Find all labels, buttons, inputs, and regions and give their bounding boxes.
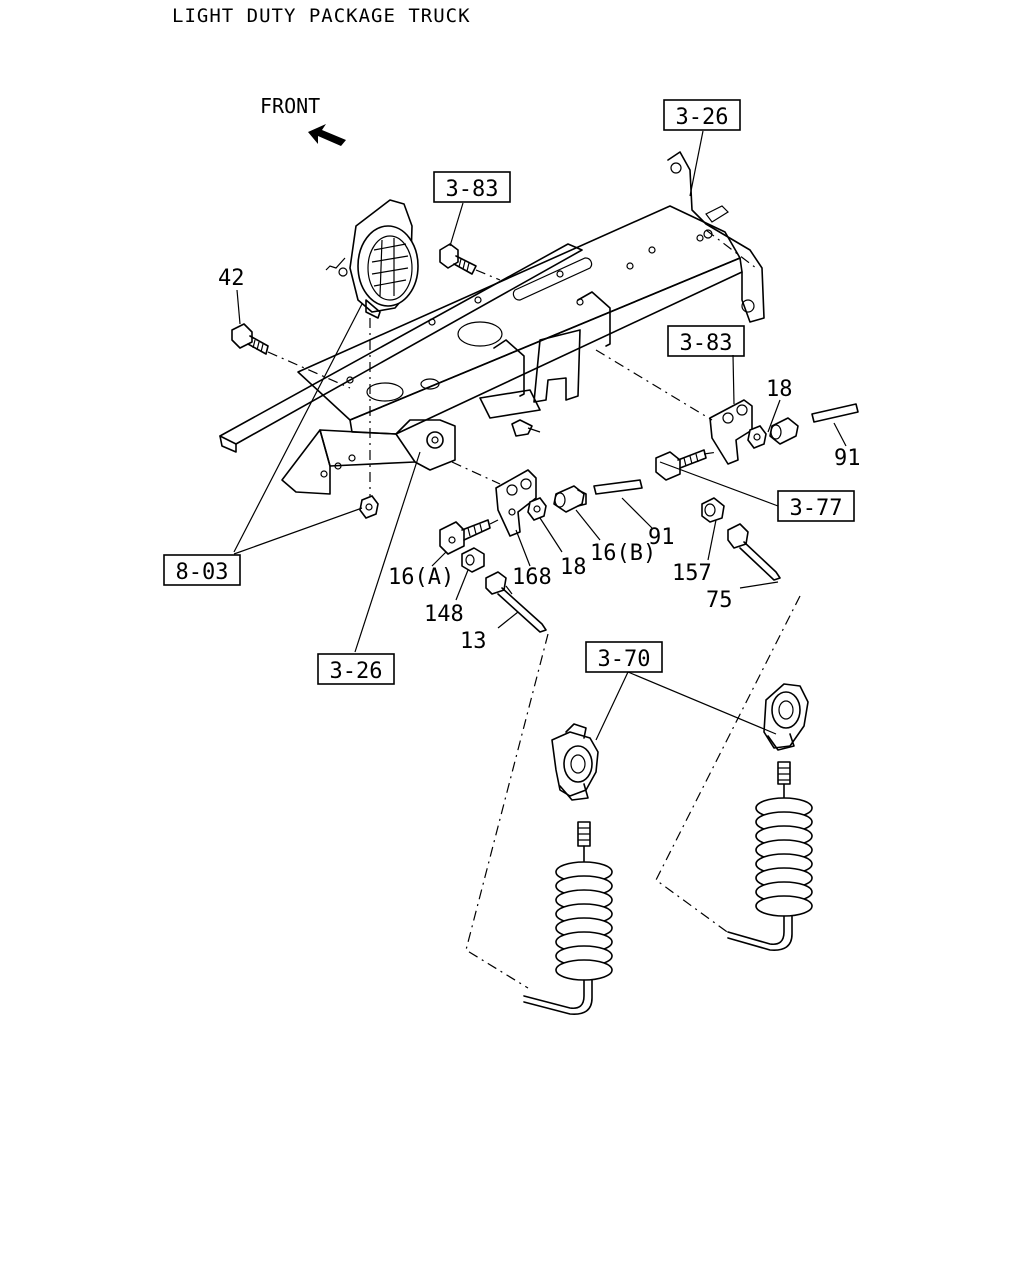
part-label-18-right: 18 <box>766 377 793 402</box>
gladhand-right <box>763 683 809 751</box>
part-label-18-mid: 18 <box>560 555 587 580</box>
front-arrow-icon <box>308 124 346 146</box>
bolt-top <box>439 243 477 275</box>
svg-text:3-26: 3-26 <box>676 105 729 130</box>
pipe-91-mid <box>593 479 643 495</box>
coil-hose-left <box>523 821 613 1015</box>
leader-lines <box>233 130 847 741</box>
svg-text:3-26: 3-26 <box>330 659 383 684</box>
right-bracket-3-83 <box>709 399 753 465</box>
ref-box-3-77: 3-77 <box>777 490 855 522</box>
ref-box-3-70: 3-70 <box>585 641 663 673</box>
nut-18-mid <box>527 497 547 521</box>
part-label-16a: 16(A) <box>388 565 454 590</box>
frame-crossmember <box>219 151 765 495</box>
pipe-13 <box>485 571 547 633</box>
fitting-148 <box>461 547 485 573</box>
ref-box-3-83-right: 3-83 <box>667 325 745 357</box>
left-bracket-168 <box>495 469 537 537</box>
fitting-3-77 <box>655 449 707 481</box>
work-lamp <box>325 199 419 319</box>
part-label-91-mid: 91 <box>648 525 675 550</box>
fitting-157 <box>701 497 725 523</box>
ref-box-3-26-top: 3-26 <box>663 99 741 131</box>
ref-box-3-26-bottom: 3-26 <box>317 653 395 685</box>
svg-text:3-77: 3-77 <box>790 496 843 521</box>
fitting-right-top <box>769 417 799 445</box>
fitting-16b <box>553 485 587 513</box>
part-label-148: 148 <box>424 602 464 627</box>
part-label-16b: 16(B) <box>590 541 656 566</box>
pipe-75 <box>727 523 781 581</box>
part-label-91-right: 91 <box>834 446 861 471</box>
ref-box-3-83-left: 3-83 <box>433 171 511 203</box>
ref-box-8-03: 8-03 <box>163 554 241 586</box>
phantom-lines <box>267 229 801 989</box>
gladhand-left <box>551 723 599 801</box>
svg-text:3-83: 3-83 <box>680 331 733 356</box>
part-label-75: 75 <box>706 588 733 613</box>
fitting-16a <box>439 519 491 555</box>
part-label-42: 42 <box>218 266 245 291</box>
nut-bottom <box>359 495 379 519</box>
part-label-13: 13 <box>460 629 487 654</box>
svg-text:8-03: 8-03 <box>176 560 229 585</box>
svg-text:3-83: 3-83 <box>446 177 499 202</box>
svg-text:3-70: 3-70 <box>598 647 651 672</box>
coil-hose-right <box>727 761 813 951</box>
bolt-42 <box>231 323 269 355</box>
diagram-title: LIGHT DUTY PACKAGE TRUCK <box>172 5 471 27</box>
pipe-91-right <box>811 403 859 423</box>
front-label: FRONT <box>260 94 320 118</box>
nut-18-right <box>747 425 767 449</box>
part-label-168: 168 <box>512 565 552 590</box>
part-label-157: 157 <box>672 561 712 586</box>
